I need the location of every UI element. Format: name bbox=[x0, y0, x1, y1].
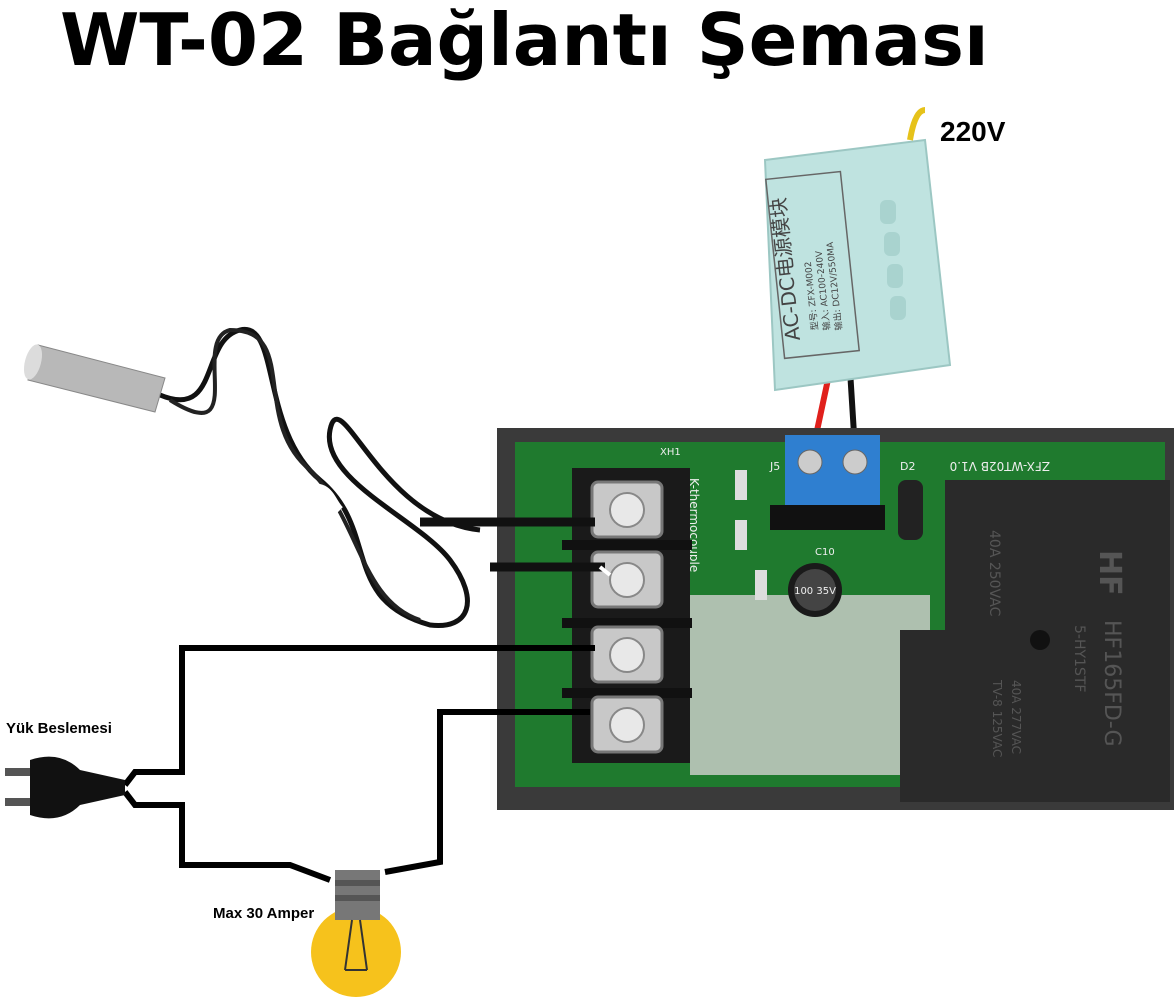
load-supply-label: Yük Beslemesi bbox=[6, 720, 112, 737]
relay-model: HF165FD-G bbox=[1099, 620, 1124, 747]
load-wires bbox=[122, 645, 595, 883]
temperature-probe bbox=[23, 326, 612, 629]
ac-dc-power-module: AC-DC电源模块 型号: ZFX-M002 输入: AC100-240V 输出… bbox=[763, 138, 952, 392]
terminal-block bbox=[562, 468, 692, 763]
relay-rating-3: TV-8 125VAC bbox=[990, 679, 1004, 757]
c10-text: C10 bbox=[815, 547, 835, 558]
j5-text: J5 bbox=[769, 460, 780, 473]
resistor bbox=[735, 520, 747, 550]
power-connector bbox=[785, 435, 880, 510]
relay-rating-2: 40A 277VAC bbox=[1009, 680, 1023, 754]
resistor bbox=[735, 470, 747, 500]
connector-header bbox=[770, 505, 885, 530]
module-input-wire bbox=[907, 107, 926, 141]
page-title: WT-02 Bağlantı Şeması bbox=[60, 0, 989, 82]
connector-screw bbox=[797, 449, 823, 475]
plug-icon bbox=[5, 756, 125, 819]
capacitor-text: 100 35V bbox=[794, 586, 836, 597]
cable-tie bbox=[298, 483, 344, 513]
pcb-cutout bbox=[690, 595, 930, 775]
voltage-label: 220V bbox=[940, 116, 1006, 147]
d2-text: D2 bbox=[900, 460, 915, 473]
connector-screw bbox=[842, 449, 868, 475]
diode-d2 bbox=[898, 480, 923, 540]
xh1-text: XH1 bbox=[660, 447, 681, 458]
resistor bbox=[755, 570, 767, 600]
board-id-text: ZFX-WT02B V1.0 bbox=[950, 459, 1050, 473]
relay-brand: HF bbox=[1092, 550, 1127, 596]
relay-rating-1: 40A 250VAC bbox=[986, 530, 1002, 617]
relay-sub: 5-HY1STF bbox=[1071, 625, 1087, 692]
light-bulb-icon bbox=[311, 870, 401, 997]
max-current-label: Max 30 Amper bbox=[213, 905, 315, 922]
relay: HF HF165FD-G 5-HY1STF 40A 250VAC 40A 277… bbox=[900, 480, 1170, 802]
